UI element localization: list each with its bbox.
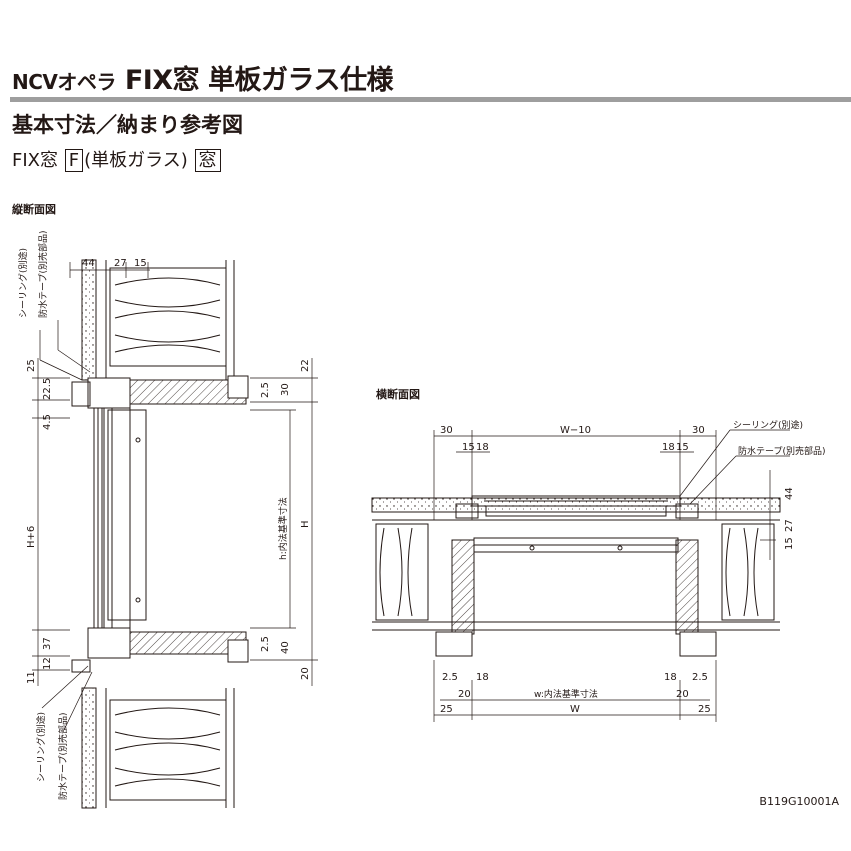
v-right-dim-2: 30	[280, 383, 291, 396]
h-bottom-dim-1: 2.5	[442, 672, 458, 683]
h-bottom-dim-7: 25	[440, 704, 453, 715]
title-divider	[10, 97, 851, 102]
v-inner-dim-label: h:内法基準寸法	[277, 497, 289, 560]
horizontal-section-drawing	[371, 429, 790, 722]
v-top-dim-3: 15	[134, 258, 147, 269]
v-callout-seal-bottom: シーリング(別途)	[35, 712, 47, 782]
window-sill-frame	[87, 627, 131, 659]
h-inner-dim-label: w:内法基準寸法	[534, 688, 598, 700]
h-right-dim-3: 15	[784, 537, 795, 550]
vertical-callouts	[39, 320, 93, 731]
spec-glass: (単板ガラス)	[84, 150, 188, 171]
vertical-section-caption: 縦断面図	[12, 203, 56, 216]
horizontal-dimensions	[433, 430, 776, 722]
v-callout-seal-top: シーリング(別途)	[17, 248, 29, 318]
insulation-right	[721, 523, 775, 621]
h-small-dim-l1: 15	[462, 442, 475, 453]
h-bottom-dim-2: 18	[476, 672, 489, 683]
vertical-section-drawing	[32, 259, 318, 809]
spec-code-box: F	[64, 149, 84, 172]
insulation-left	[375, 523, 429, 621]
exterior-board-band	[371, 497, 781, 513]
v-left-dim-6: 12	[42, 657, 53, 670]
right-stud	[675, 539, 699, 635]
h-top-dim-2: W−10	[560, 425, 591, 436]
v-right-dim-3: 2.5	[260, 382, 271, 398]
v-right-dim-1: 22	[300, 359, 311, 372]
h-small-dim-r1: 18	[662, 442, 675, 453]
h-callout-tape: 防水テープ(別売部品)	[738, 445, 825, 457]
h-small-dim-r2: 15	[676, 442, 689, 453]
v-top-dim-1: 44	[82, 258, 95, 269]
drawing-code: B119G10001A	[759, 795, 839, 808]
window-head-frame	[87, 377, 131, 409]
v-callout-tape-bottom: 防水テープ(別売部品)	[57, 713, 69, 800]
insulation-lower	[109, 699, 227, 801]
h-callout-seal: シーリング(別途)	[733, 419, 803, 431]
v-left-dim-4: H+6	[26, 526, 37, 548]
h-bottom-dim-3: 18	[664, 672, 677, 683]
horizontal-dim-labels: 30 W−10 30 15 18 18 15 44 27 15 2.5 18 1…	[440, 419, 825, 715]
exterior-board-upper	[81, 259, 97, 381]
v-left-dim-2: 22.5	[42, 378, 53, 400]
h-bottom-dim-4: 2.5	[692, 672, 708, 683]
v-left-dim-1: 25	[26, 359, 37, 372]
exterior-board-lower	[81, 687, 97, 809]
v-left-dim-7: 11	[26, 671, 37, 684]
v-top-dim-2: 27	[114, 258, 127, 269]
v-right-dim-4: H	[300, 520, 311, 528]
h-bottom-dim-8: 25	[698, 704, 711, 715]
v-right-dim-5: 2.5	[260, 636, 271, 652]
v-left-dim-5: 37	[42, 637, 53, 650]
section-subtitle: 基本寸法／納まり参考図	[12, 113, 243, 137]
h-top-dim-1: 30	[440, 425, 453, 436]
left-stud	[451, 539, 475, 635]
insulation-upper	[109, 267, 227, 367]
title-main: FIX窓 単板ガラス仕様	[124, 65, 394, 96]
h-small-dim-l2: 18	[476, 442, 489, 453]
h-right-dim-1: 44	[784, 487, 795, 500]
h-top-dim-3: 30	[692, 425, 705, 436]
h-overall-dim-label: W	[570, 704, 580, 715]
vertical-dim-labels: 44 27 15 25 22.5 4.5 H+6 37 12 11 22 30 …	[17, 231, 311, 800]
spec-line: FIX窓 F(単板ガラス) 窓	[12, 146, 222, 172]
v-right-dim-6: 40	[280, 641, 291, 654]
horizontal-callouts	[679, 429, 790, 505]
h-bottom-dim-6: 20	[676, 689, 689, 700]
spec-mark-box: 窓	[194, 149, 221, 172]
title-prefix: NCVオペラ	[12, 70, 116, 94]
horizontal-section-caption: 横断面図	[376, 388, 420, 401]
page-title: NCVオペラ FIX窓 単板ガラス仕様	[12, 58, 393, 97]
h-right-dim-2: 27	[784, 519, 795, 532]
v-left-dim-3: 4.5	[42, 414, 53, 430]
v-callout-tape-top: 防水テープ(別売部品)	[37, 231, 49, 318]
spec-name: FIX窓	[12, 150, 58, 171]
vertical-dimensions	[32, 262, 318, 686]
h-bottom-dim-5: 20	[458, 689, 471, 700]
interior-trim	[107, 409, 147, 621]
v-right-dim-7: 20	[300, 667, 311, 680]
